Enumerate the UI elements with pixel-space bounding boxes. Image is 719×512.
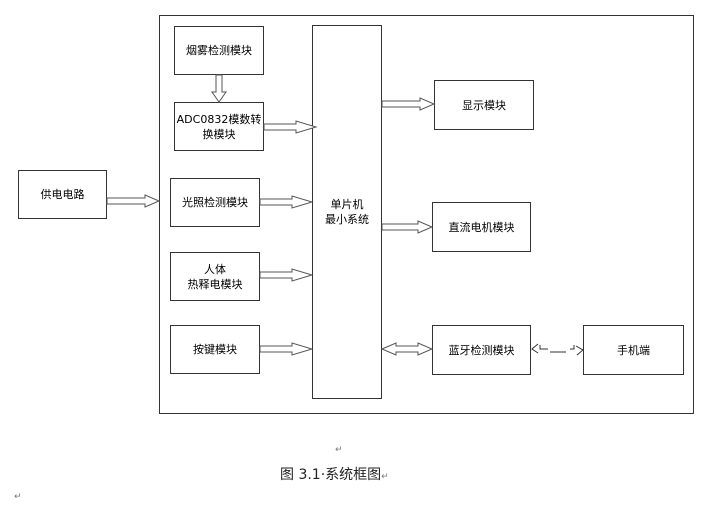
arrow-mcu-to-motor bbox=[381, 220, 434, 234]
arrow-pir-to-mcu bbox=[259, 268, 314, 282]
power-circuit-block: 供电电路 bbox=[18, 170, 107, 219]
dc-motor-block: 直流电机模块 bbox=[432, 202, 531, 252]
paragraph-mark: ↵ bbox=[14, 492, 22, 502]
arrow-mcu-to-display bbox=[381, 97, 436, 111]
system-boundary bbox=[159, 15, 694, 414]
caption-text: 图 3.1·系统框图 bbox=[280, 467, 382, 483]
mcu-block: 单片机 最小系统 bbox=[312, 25, 382, 399]
arrow-mcu-bluetooth-bidirectional bbox=[380, 342, 434, 356]
wireless-link-bluetooth-phone bbox=[531, 343, 584, 356]
arrow-keys-to-mcu bbox=[259, 342, 314, 356]
phone-block: 手机端 bbox=[583, 325, 684, 375]
keys-block: 按键模块 bbox=[170, 325, 260, 374]
paragraph-mark: ↵ bbox=[335, 445, 343, 455]
arrow-light-to-mcu bbox=[259, 195, 314, 209]
paragraph-mark: ↵ bbox=[381, 472, 389, 482]
arrow-adc-to-mcu bbox=[263, 120, 318, 134]
figure-caption: 图 3.1·系统框图↵ bbox=[280, 464, 389, 484]
bluetooth-block: 蓝牙检测模块 bbox=[432, 325, 531, 375]
arrow-smoke-to-adc bbox=[211, 74, 227, 103]
display-block: 显示模块 bbox=[434, 80, 534, 130]
arrow-power-to-system bbox=[106, 194, 161, 208]
